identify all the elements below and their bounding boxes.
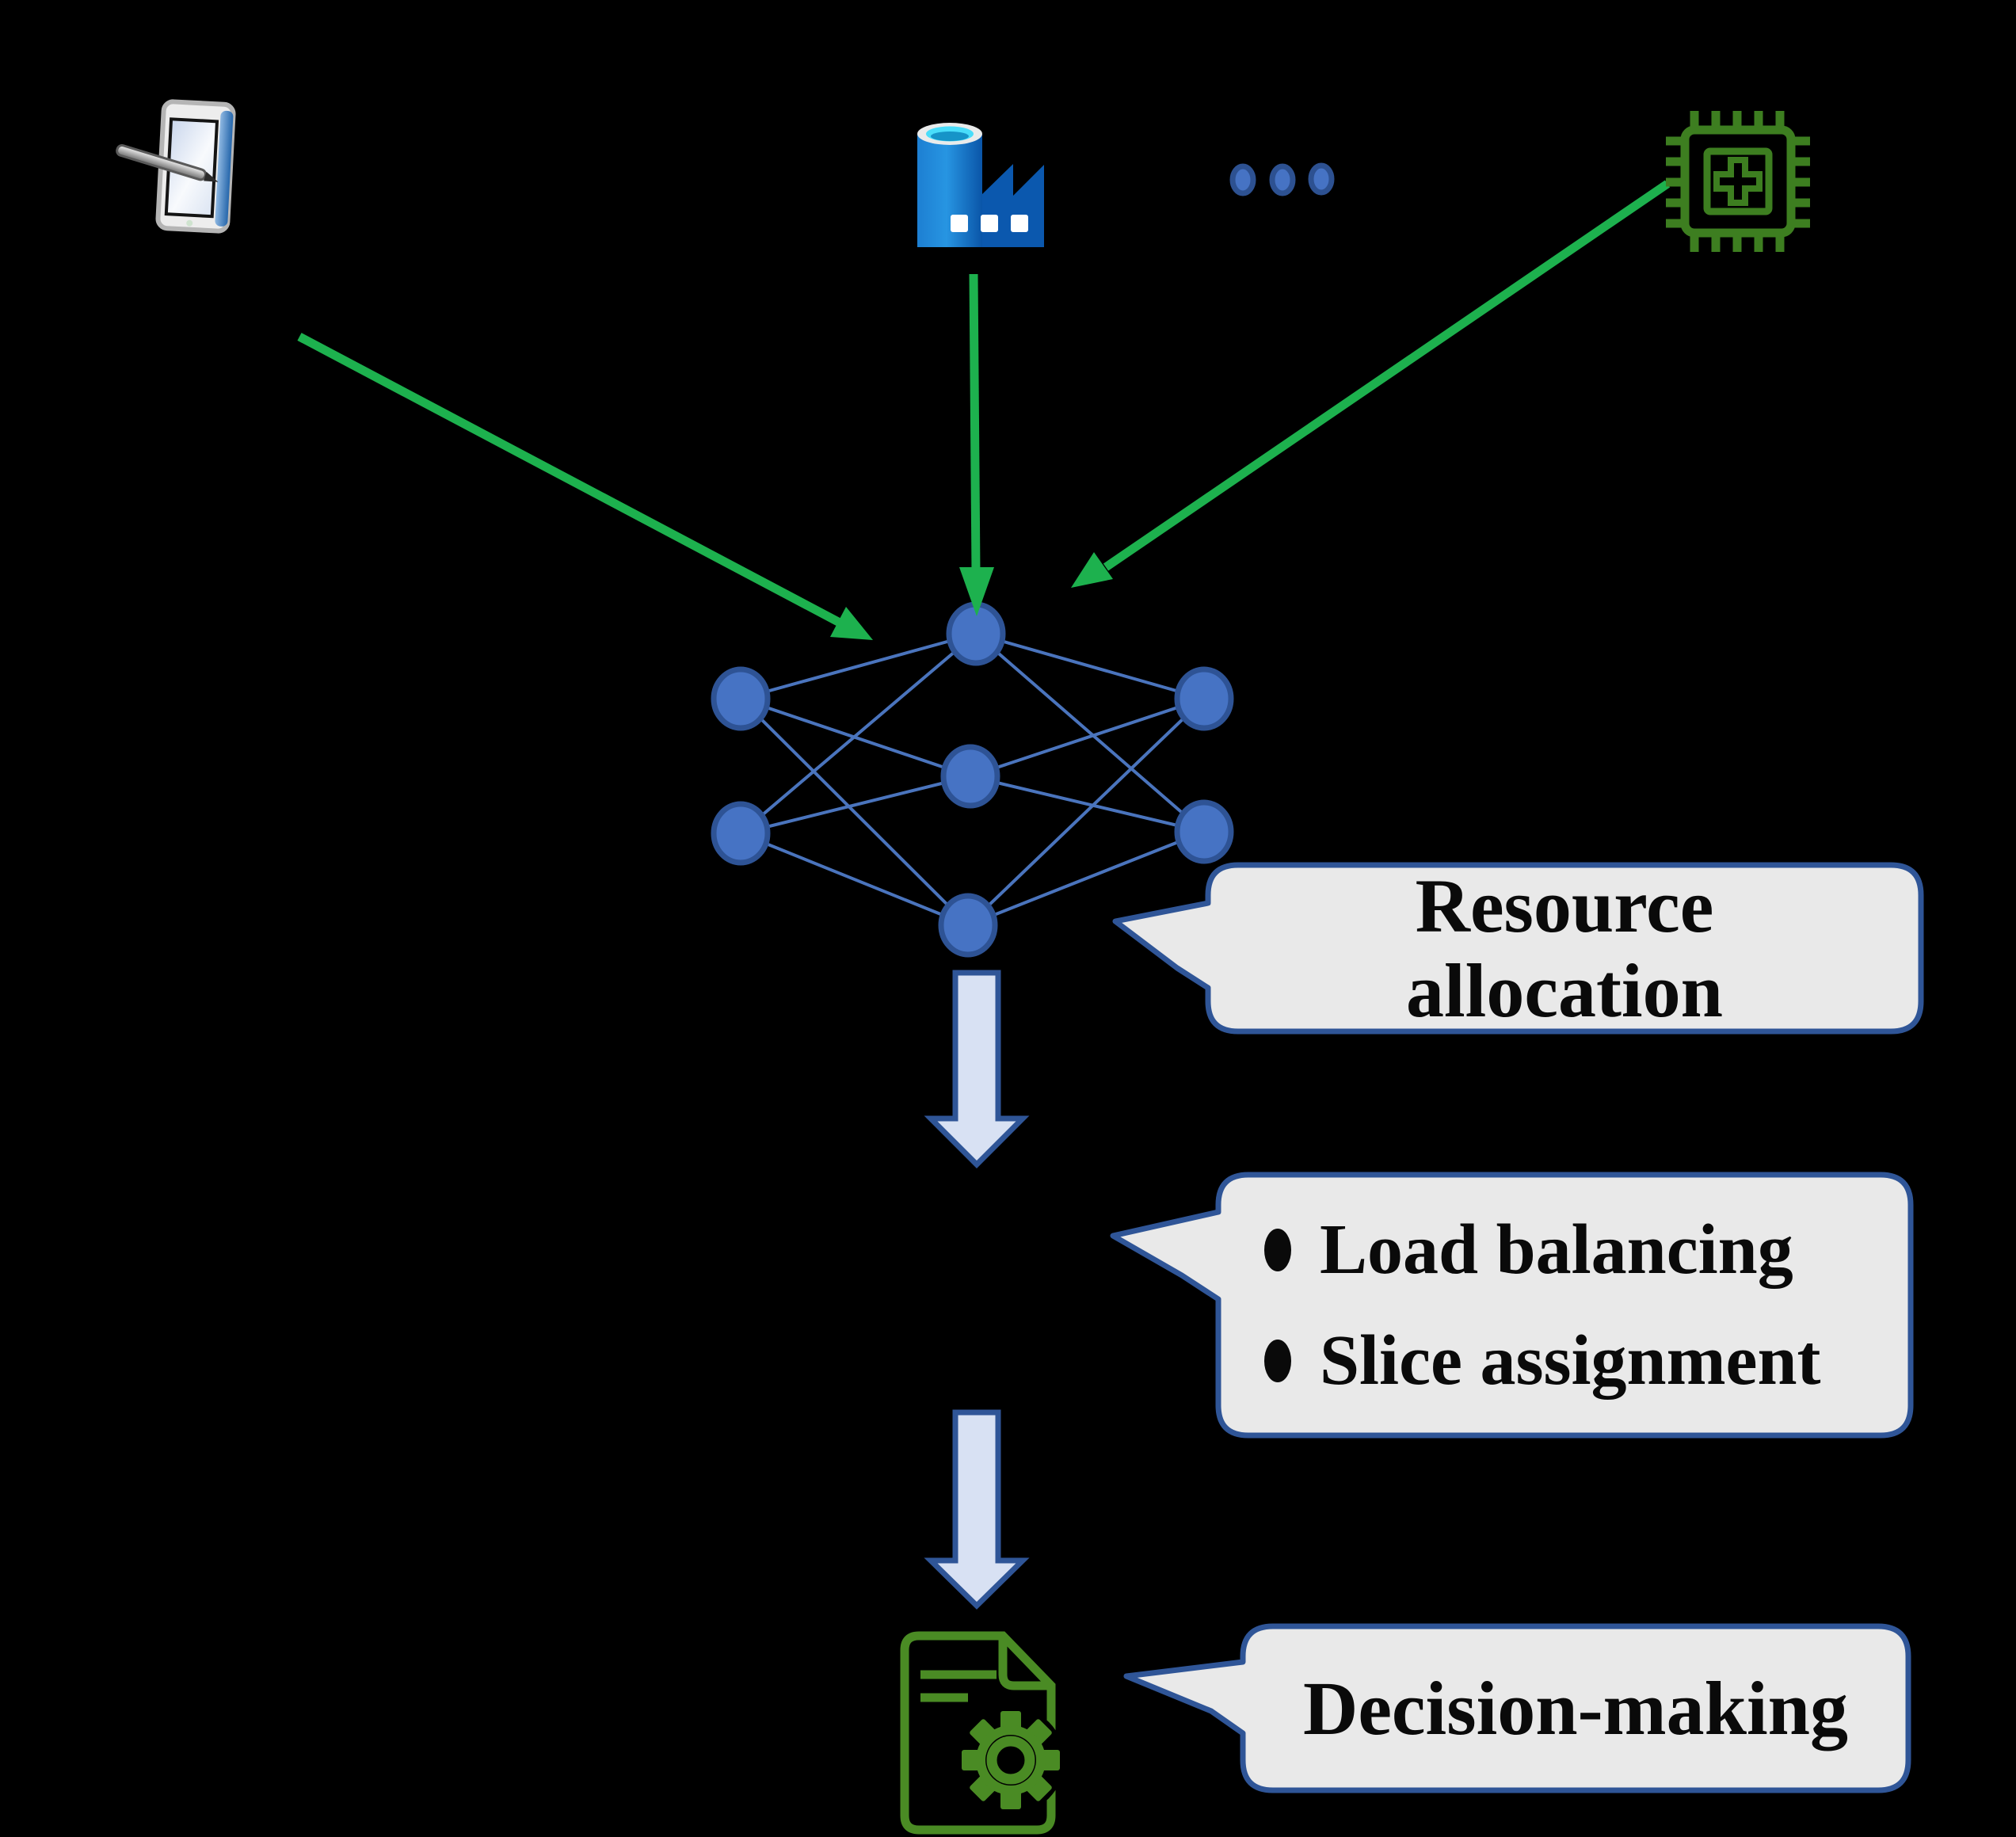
stylus-icon (116, 143, 219, 182)
ellipsis-dots-icon (1229, 162, 1335, 196)
decision-callout: Decision-making (1243, 1626, 1908, 1790)
callout-list-item: Load balancing (1264, 1210, 1793, 1290)
network-edges (739, 632, 1206, 927)
flow-arrows (924, 970, 1030, 1610)
flow-arrow-down-1 (924, 970, 1030, 1168)
bullet-icon (1264, 1228, 1291, 1271)
network-node (938, 893, 998, 958)
actions-callout-shape (1110, 1172, 1914, 1439)
ellipsis-dot (1229, 163, 1256, 196)
callout-item-label: Slice assignment (1320, 1321, 1821, 1400)
network-node (1174, 799, 1234, 864)
network-node (711, 666, 771, 731)
resource-callout: Resource allocation (1208, 863, 1921, 1033)
resource-callout-shape (1112, 862, 1924, 1035)
network-nodes (711, 601, 1234, 958)
network-node (940, 744, 1000, 809)
green-arrow-chip (1071, 180, 1671, 588)
callout-list-item: Slice assignment (1264, 1321, 1821, 1401)
green-arrow-tablet (297, 333, 873, 640)
callout-label: Decision-making (1302, 1666, 1849, 1751)
input-arrows (297, 180, 1671, 640)
factory-icon (917, 123, 1044, 247)
factory-windows (951, 215, 1028, 232)
flow-arrow-down-2 (924, 1409, 1030, 1610)
ellipsis-dot (1308, 162, 1335, 196)
document-gear-icon (900, 1631, 1065, 1835)
ellipsis-dot (1269, 163, 1296, 196)
medical-chip-icon (1666, 111, 1810, 252)
callout-line: allocation (1406, 948, 1723, 1033)
tablet-home-dot (186, 219, 193, 227)
callout-line: Resource (1415, 863, 1714, 948)
actions-callout: Load balancing Slice assignment (1218, 1175, 1911, 1435)
callout-item-label: Load balancing (1320, 1210, 1793, 1289)
green-arrow-factory (959, 273, 994, 616)
chip-pins (1666, 111, 1810, 252)
bullet-icon (1264, 1339, 1291, 1382)
neural-network (711, 601, 1234, 958)
gear-icon (962, 1711, 1060, 1809)
network-node (1174, 666, 1234, 731)
network-node (711, 801, 771, 866)
callout-shapes (1110, 862, 1924, 1793)
decision-callout-shape (1123, 1623, 1911, 1793)
tablet-stylus-icon (116, 99, 236, 234)
